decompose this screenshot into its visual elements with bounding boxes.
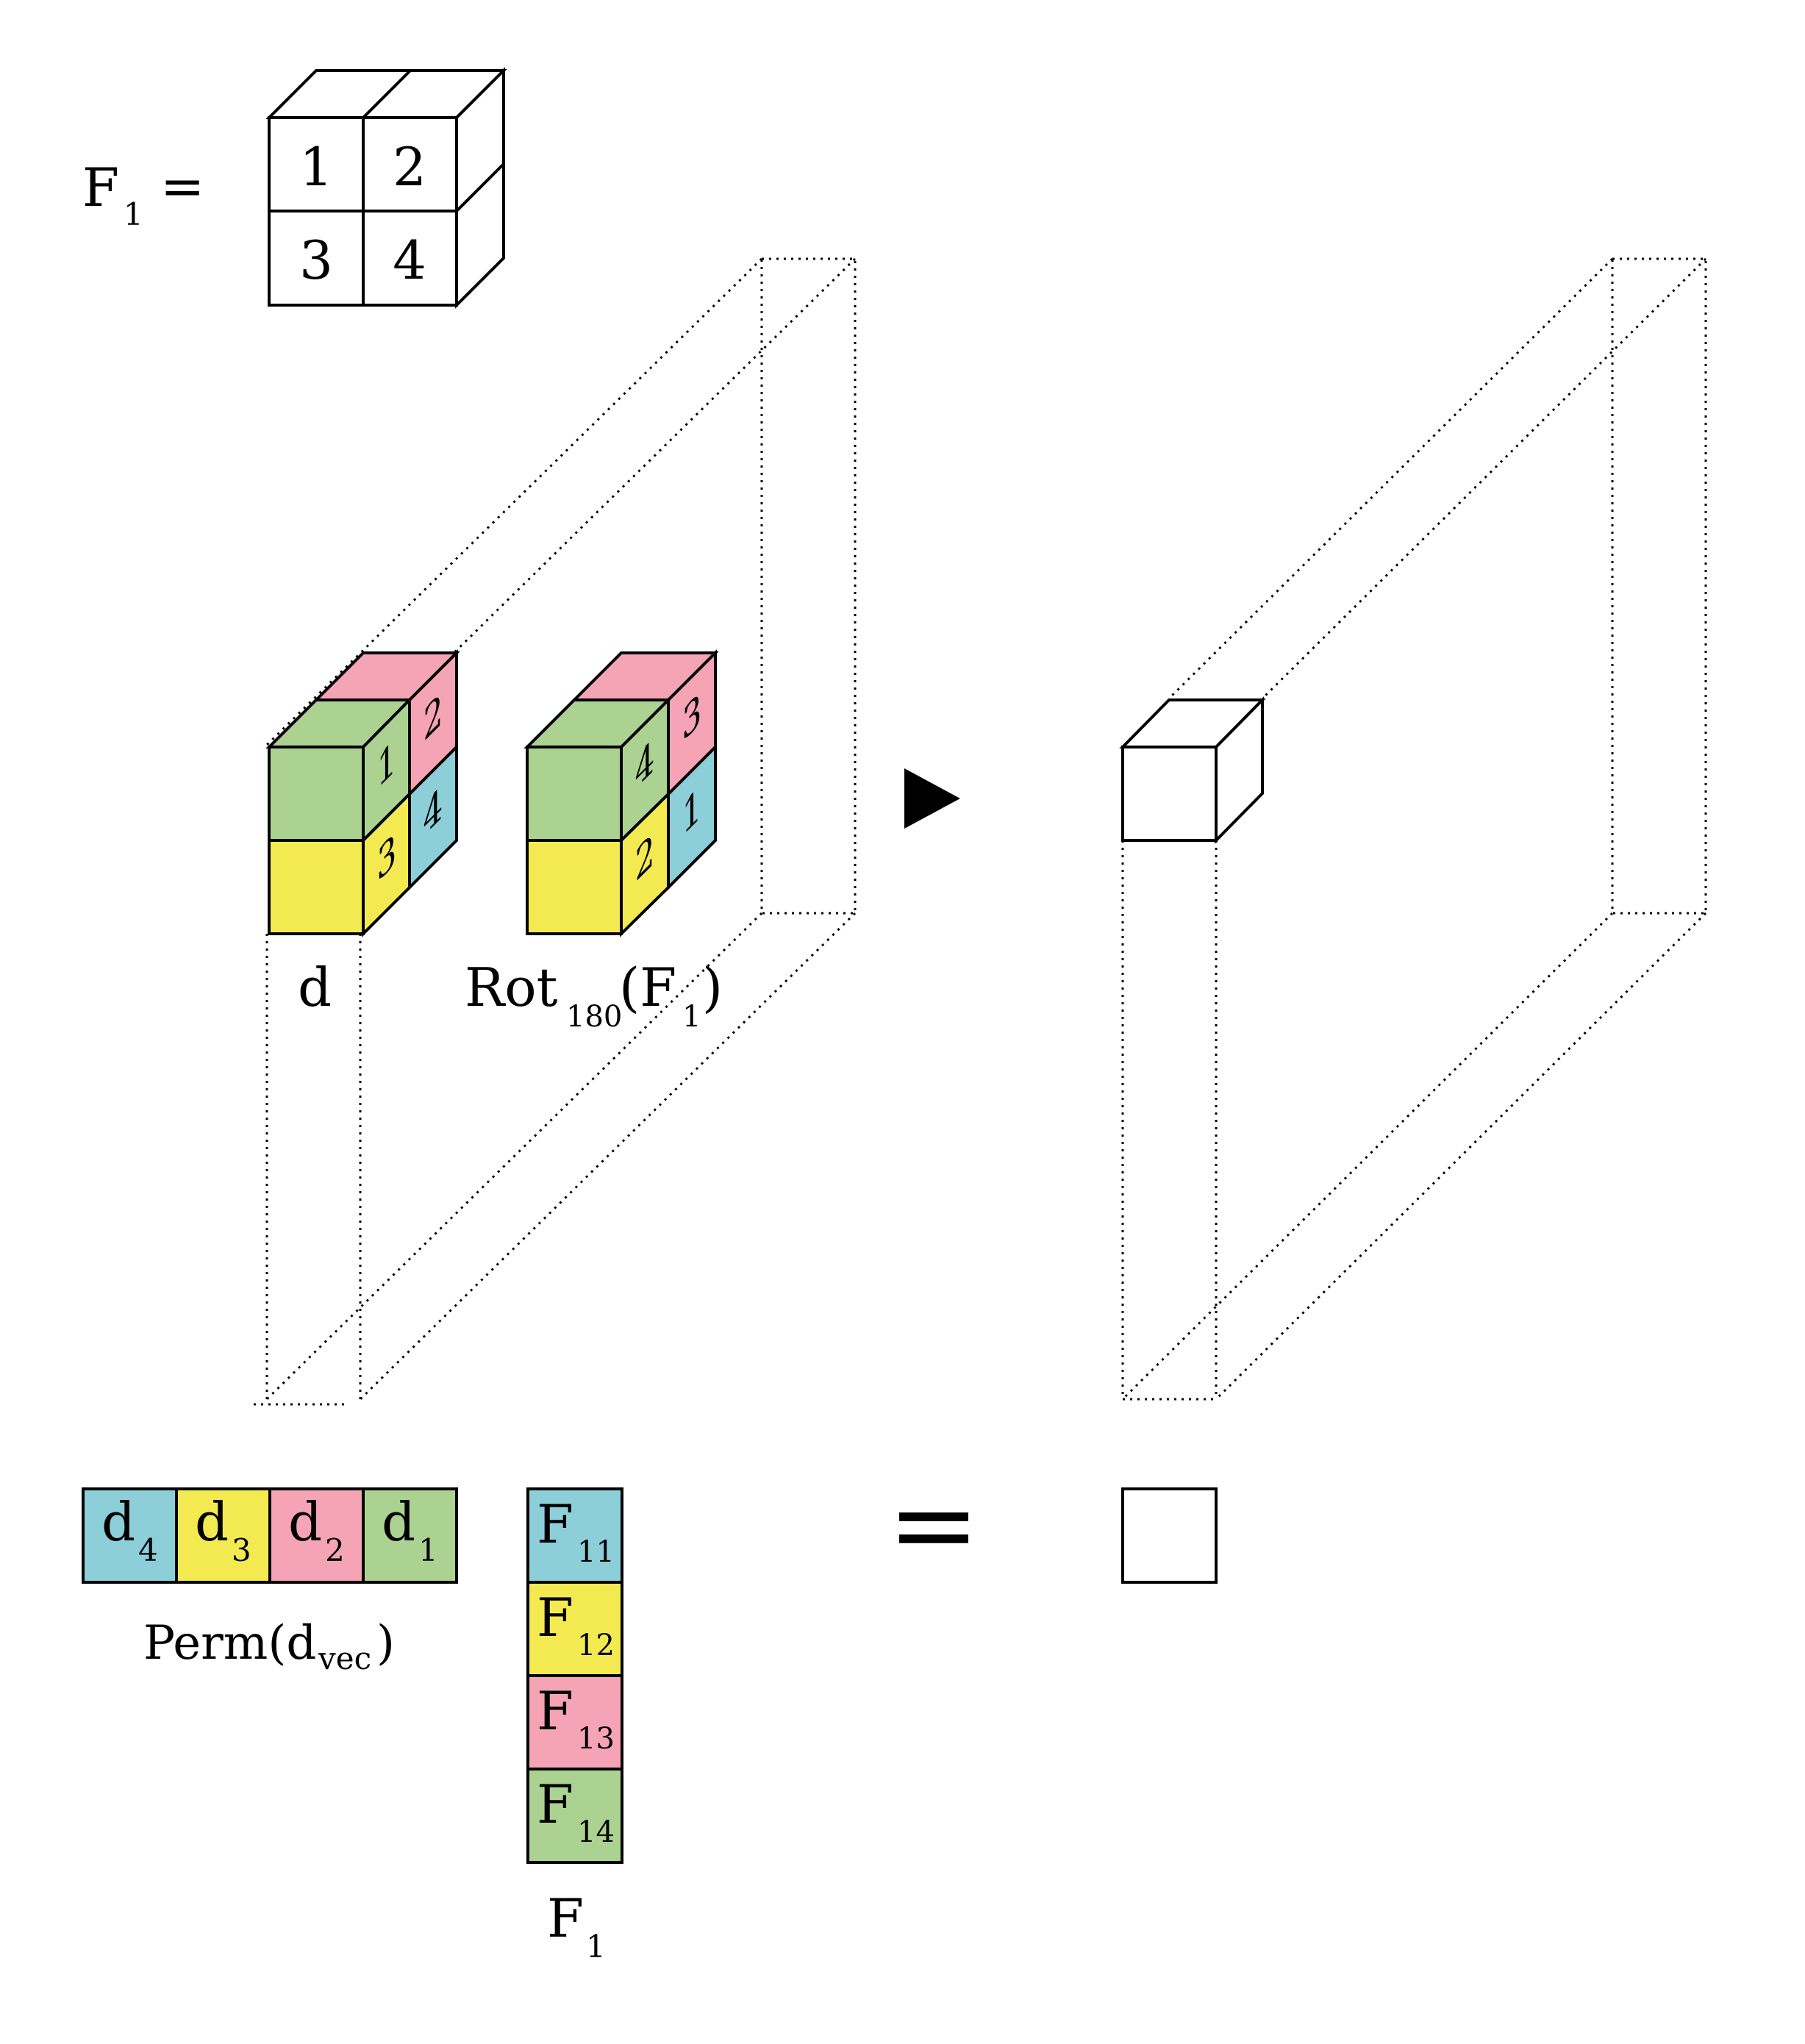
perm-d3-main: d — [195, 1491, 229, 1553]
f14-sub: 14 — [577, 1815, 615, 1849]
perm-cell-d1 — [362, 1487, 458, 1584]
perm-vector: d 4 d 3 d 2 d 1 — [82, 1487, 458, 1584]
cube-d-label: d — [298, 957, 332, 1018]
f12-sub: 12 — [577, 1629, 615, 1662]
f13-main: F — [537, 1680, 573, 1742]
perm-cell-d4 — [82, 1487, 178, 1584]
perm-label-subscript: vec — [318, 1640, 371, 1676]
f12-main: F — [537, 1587, 573, 1648]
rot-label-close: ) — [702, 957, 723, 1018]
perm-d3-sub: 3 — [232, 1532, 251, 1568]
filter-cell-1: 1 — [299, 136, 333, 198]
f-cell-f14 — [526, 1768, 623, 1864]
f13-sub: 13 — [577, 1722, 615, 1756]
perm-cell-d2 — [268, 1487, 365, 1584]
equals-sign: = — [887, 1461, 980, 1589]
f-cell-f13 — [526, 1674, 623, 1770]
filter-cell-2: 2 — [393, 136, 426, 198]
cube-rot180: 4 3 2 1 — [523, 649, 719, 937]
filter-cube: 1 2 3 4 — [265, 67, 507, 309]
rot-label-subscript: 180 — [566, 1000, 622, 1034]
output-volume-outline — [1121, 257, 1707, 1401]
rot-label-argument: (F — [619, 957, 676, 1018]
cube-rot180-label: Rot 180 (F 1 ) — [465, 957, 723, 1034]
play-arrow-icon — [904, 768, 960, 829]
result-square — [1121, 1487, 1218, 1584]
perm-label-close: ) — [376, 1616, 395, 1670]
f14-main: F — [537, 1773, 573, 1835]
filter-equals: = — [160, 155, 204, 217]
filter-lhs: F — [82, 157, 119, 218]
filter-lhs-subscript: 1 — [124, 196, 143, 232]
f11-main: F — [537, 1493, 573, 1555]
filter-cell-4: 4 — [393, 229, 426, 291]
perm-label-main: Perm(d — [143, 1616, 316, 1670]
perm-d1-sub: 1 — [418, 1532, 438, 1568]
filter-definition: F 1 = 1 2 3 4 — [82, 67, 507, 309]
f-label-main: F — [547, 1887, 584, 1949]
cube-d: 1 2 3 4 — [265, 649, 460, 937]
perm-d4-sub: 4 — [138, 1532, 158, 1568]
f-label-subscript: 1 — [586, 1929, 606, 1965]
f-cell-f12 — [526, 1581, 623, 1677]
perm-d2-sub: 2 — [325, 1532, 345, 1568]
perm-d2-main: d — [288, 1491, 322, 1553]
rot-label-argument-subscript: 1 — [682, 1000, 701, 1034]
perm-d4-main: d — [101, 1491, 135, 1553]
perm-vector-label: Perm(d vec ) — [143, 1616, 395, 1676]
rot-label-main: Rot — [465, 957, 558, 1018]
f-vector: F 11 F 12 F 13 F 14 — [526, 1487, 623, 1864]
perm-cell-d3 — [175, 1487, 271, 1584]
perm-d1-main: d — [382, 1491, 415, 1553]
input-volume-outline — [254, 257, 857, 1406]
f11-sub: 11 — [577, 1535, 615, 1569]
output-cube — [1119, 696, 1266, 844]
f-vector-label: F 1 — [547, 1887, 606, 1965]
filter-cell-3: 3 — [299, 229, 333, 291]
